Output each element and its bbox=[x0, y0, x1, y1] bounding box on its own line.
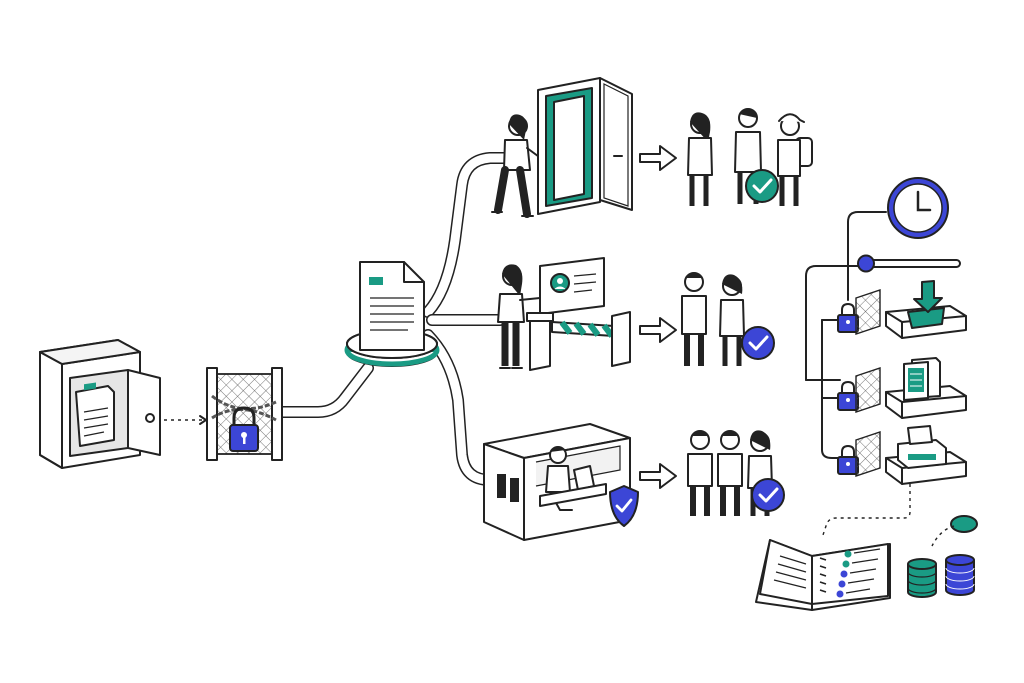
check-icon bbox=[741, 326, 775, 360]
slider-icon[interactable] bbox=[857, 254, 961, 273]
security-booth-branch bbox=[483, 423, 785, 541]
padlock-icon bbox=[837, 380, 859, 411]
printer-icon bbox=[885, 425, 967, 485]
person-scanning bbox=[497, 264, 541, 369]
turnstile-barrier-icon bbox=[526, 311, 631, 371]
clock-icon bbox=[887, 177, 949, 239]
open-door-branch bbox=[491, 77, 813, 218]
document-icon bbox=[359, 261, 425, 351]
security-booth-icon bbox=[483, 423, 631, 541]
padlock-icon bbox=[837, 302, 859, 333]
people-group-1 bbox=[687, 108, 813, 206]
check-icon bbox=[751, 478, 785, 512]
check-icon bbox=[745, 169, 779, 203]
document-hub bbox=[344, 261, 440, 367]
coin-stacks-icon bbox=[907, 515, 978, 598]
id-card-icon bbox=[539, 257, 605, 315]
people-group-2 bbox=[681, 272, 745, 366]
shield-check-icon bbox=[609, 485, 639, 527]
ledger-notebook-icon bbox=[755, 539, 891, 611]
copier-icon bbox=[885, 357, 967, 419]
id-barrier-branch bbox=[497, 257, 775, 371]
person-walking bbox=[491, 114, 547, 218]
connector-pipes bbox=[274, 152, 511, 486]
permissions-panel bbox=[805, 177, 967, 539]
download-tray-icon bbox=[885, 280, 967, 339]
padlock-icon bbox=[837, 444, 859, 475]
locked-gate-icon bbox=[206, 367, 283, 461]
safe-icon bbox=[39, 339, 161, 469]
